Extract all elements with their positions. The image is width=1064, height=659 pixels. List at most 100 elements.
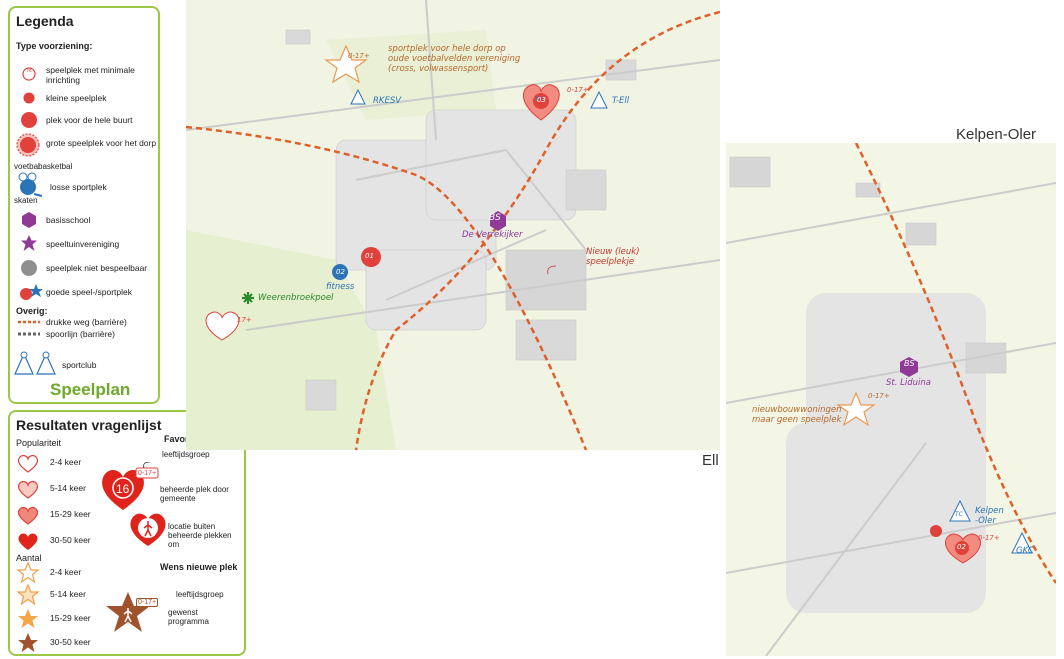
legend-item-unplayable: speelplek niet bespeelbaar: [10, 258, 160, 278]
nieuwbouw-star-icon[interactable]: [836, 391, 876, 427]
outside-location-heart-icon: [130, 513, 166, 546]
popularity-label: 15-29 keer: [50, 509, 91, 519]
sportplek-star-icon[interactable]: [324, 44, 368, 84]
popularity-label: 30-50 keer: [50, 535, 91, 545]
fav-managed-label: beheerde plek door gemeente: [160, 485, 229, 503]
amount-label: 2-4 keer: [50, 567, 82, 577]
nieuwbouw-badge: 0-17+: [868, 392, 890, 400]
tv-code: TV: [535, 96, 543, 103]
type-heading: Type voorziening:: [16, 41, 93, 51]
kelpen-01-label: 01: [930, 526, 938, 533]
fitness-label: fitness: [326, 282, 355, 292]
heart-light-icon: [17, 480, 39, 499]
map-kelpen-oler[interactable]: [726, 143, 1056, 656]
liduina-school-icon[interactable]: [900, 357, 918, 377]
kelpen-oler-label: Kelpen -Oler: [975, 506, 1004, 526]
amount-label: 30-50 keer: [50, 637, 91, 647]
unplayable-icon: [21, 260, 37, 276]
overig-heading: Overig:: [16, 306, 48, 316]
fav-outside-label: locatie buiten beheerde plekken om: [168, 522, 232, 549]
legend-label: plek voor de hele buurt: [46, 115, 133, 125]
heart-outline-icon: [17, 454, 39, 473]
streets: [186, 0, 720, 331]
legend-label: grote speelplek voor het dorp: [46, 138, 157, 148]
fav-age-label: leeftijdsgroep: [162, 450, 210, 459]
tvell-label: T-Ell: [612, 96, 630, 106]
amount-heading: Aantal: [16, 553, 42, 563]
map-ell-label: Ell: [702, 452, 719, 469]
outside-heart-icon[interactable]: [205, 311, 240, 341]
tc-club-icon[interactable]: [949, 499, 971, 522]
small-play-icon: [23, 92, 35, 104]
fav-age-badge: 0-17+: [138, 470, 157, 477]
kelpen-streets: [726, 182, 1056, 656]
tv-club-icon[interactable]: [590, 90, 608, 109]
ell-heart-badge: 0-17+: [567, 86, 589, 94]
verrekijker-code: BS: [489, 213, 501, 223]
wish-star-icon: [106, 592, 150, 632]
neighbourhood-play-icon: [21, 112, 37, 128]
tc-code: TC: [955, 511, 963, 518]
marker-03[interactable]: [533, 93, 549, 109]
map-kelpen-label: Kelpen-Oler: [956, 126, 1037, 143]
map-ell[interactable]: [186, 0, 720, 450]
legend-code: nr.: [27, 68, 33, 74]
oler-built-area: [786, 423, 986, 613]
kelpen-02-label: 02: [957, 543, 966, 551]
marker-01-label: 01: [365, 252, 374, 260]
wish-age-badge: 0-17+: [136, 598, 159, 607]
popularity-label: 5-14 keer: [50, 483, 86, 493]
basketbal-label: basketbal: [38, 162, 73, 171]
kelpen-marker-02[interactable]: [955, 541, 969, 555]
outside-heart-badge: 17+: [237, 316, 252, 324]
rkesv-club-icon[interactable]: [350, 88, 366, 105]
wish-heading: Wens nieuwe plek: [160, 562, 238, 572]
kelpen-marker-01[interactable]: [930, 525, 942, 537]
legend-label: drukke weg (barrière): [46, 317, 127, 327]
gkc-label: GKC: [1016, 546, 1034, 556]
verrekijker-label: De Verrekijker: [462, 230, 523, 240]
marker-01[interactable]: [361, 247, 381, 267]
heart-full-icon: [18, 533, 38, 550]
wish-program-label: gewenst programma: [168, 608, 209, 626]
sportplek-badge: 0-17+: [348, 52, 370, 60]
popularity-heading: Populariteit: [16, 438, 62, 448]
association-icon: [21, 235, 37, 251]
fav-number: 16: [116, 482, 130, 496]
verrekijker-school-icon[interactable]: [490, 211, 506, 231]
star-medium-icon: [18, 609, 38, 628]
large-play-icon: [16, 133, 40, 157]
wish-age-label: leeftijdsgroep: [176, 590, 224, 599]
legend-label: speelplek niet bespeelbaar: [46, 263, 148, 273]
kelpen-heart-badge: 0-17+: [978, 534, 1000, 542]
rkesv-label: RKESV: [373, 96, 402, 106]
railway-icon: [18, 332, 40, 336]
speelplan-logo: Speelplan: [50, 380, 131, 399]
nieuwbouw-label: nieuwbouwwoningen maar geen speelplek: [752, 405, 842, 425]
popularity-label: 2-4 keer: [50, 457, 82, 467]
good-spot-icon: [20, 284, 43, 300]
legend-label: basisschool: [46, 215, 91, 225]
marker-03-label: 03: [537, 96, 546, 104]
legend-label: spoorlijn (barrière): [46, 329, 115, 339]
legend-title: Legenda: [16, 13, 74, 29]
gkc-club-icon[interactable]: [1011, 531, 1033, 554]
legend-item-large: grote speelplek voor het dorp: [10, 132, 160, 160]
legend-item-good: goede speel-/sportplek: [10, 282, 160, 302]
weerenbroekpoel-label: Weerenbroekpoel: [258, 293, 334, 303]
liduina-code: BS: [904, 359, 915, 368]
star-light-icon: [16, 584, 40, 606]
kelpen-buildings: [729, 156, 1007, 374]
favorite-heart-icon: [102, 462, 159, 510]
legend-panel: Legenda Type voorziening: speelplek met …: [8, 6, 160, 404]
legend-item-minimal: speelplek met minimale inrichting: [10, 64, 160, 85]
legend-item-sportclub: sportclub: [10, 350, 160, 376]
weerenbroekpoel-icon[interactable]: [242, 292, 254, 304]
legend-label: sportclub: [62, 360, 97, 370]
liduina-label: St. Liduina: [886, 378, 931, 388]
marker-02[interactable]: [332, 264, 348, 280]
amount-label: 15-29 keer: [50, 613, 91, 623]
star-outline-icon: [16, 562, 40, 584]
skaten-label: skaten: [14, 196, 38, 205]
legend-item-school: basisschool: [10, 210, 160, 230]
